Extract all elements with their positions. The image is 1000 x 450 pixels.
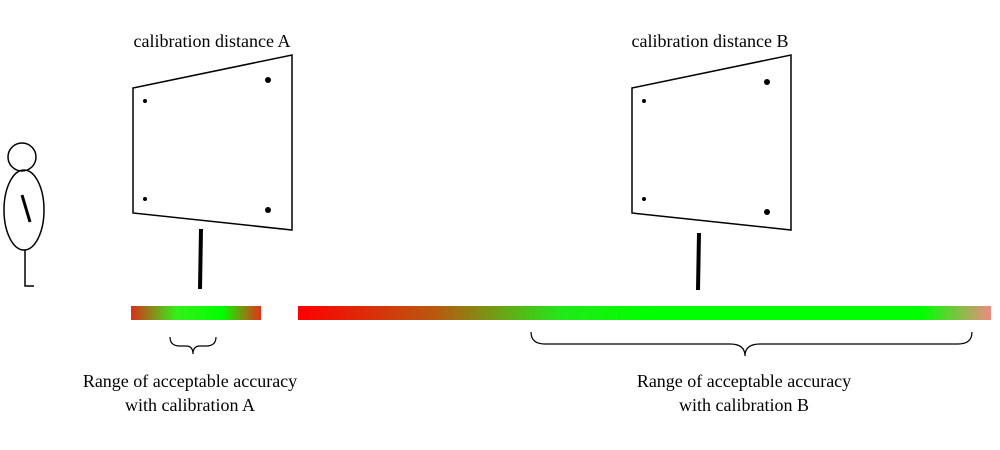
screen-b-panel: [631, 54, 792, 231]
screen-b-marker-bottom-left: [642, 197, 646, 201]
brace-a: [169, 336, 217, 355]
range-label-b-line1: Range of acceptable accuracy: [636, 371, 852, 391]
screen-a-marker-bottom-left: [143, 197, 147, 201]
brace-b: [530, 331, 973, 357]
screen-a: [132, 54, 293, 290]
screen-b-marker-bottom-right: [764, 209, 770, 215]
range-label-b-line2: with calibration B: [679, 395, 809, 415]
screen-a-marker-top-right: [265, 77, 271, 83]
accuracy-bar-a: [131, 306, 261, 320]
screen-a-marker-bottom-right: [265, 207, 271, 213]
range-label-a: Range of acceptable accuracy with calibr…: [60, 369, 320, 417]
screen-a-panel: [132, 54, 293, 231]
person-arm: [20, 194, 32, 223]
calibration-distance-a-title: calibration distance A: [133, 31, 291, 51]
screen-b-marker-top-right: [764, 79, 770, 85]
person-figure: [3, 142, 45, 287]
calibration-distance-b-title: calibration distance B: [631, 31, 789, 51]
screen-b: [631, 54, 792, 291]
screen-b-marker-top-left: [642, 99, 646, 103]
person-leg: [24, 250, 34, 287]
screen-a-marker-top-left: [143, 99, 147, 103]
person-head: [7, 142, 37, 172]
person-body: [3, 169, 45, 251]
screen-a-stand: [198, 228, 203, 290]
accuracy-bar-b: [298, 306, 991, 320]
range-label-a-line1: Range of acceptable accuracy: [82, 371, 298, 391]
screen-b-stand: [696, 232, 701, 291]
range-label-b: Range of acceptable accuracy with calibr…: [604, 369, 884, 417]
range-label-a-line2: with calibration A: [125, 395, 255, 415]
